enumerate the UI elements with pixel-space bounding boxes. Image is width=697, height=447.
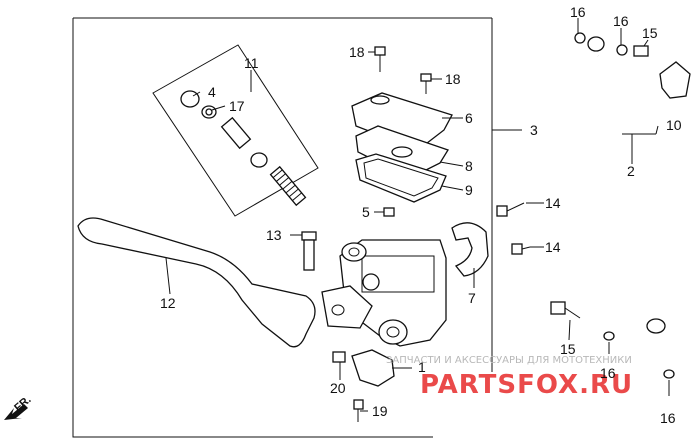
part-label-16a: 16 bbox=[570, 4, 586, 20]
brake-hose bbox=[587, 36, 691, 334]
banjo-bolts-and-washers bbox=[550, 32, 675, 379]
clamp-bolt-14 bbox=[496, 202, 531, 255]
screw-18 bbox=[374, 46, 432, 94]
part-label-9: 9 bbox=[465, 182, 473, 198]
part-label-2: 2 bbox=[627, 163, 635, 179]
part-label-16c: 16 bbox=[600, 365, 616, 381]
pivot-bolt bbox=[301, 231, 317, 271]
part-label-10: 10 bbox=[666, 117, 682, 133]
watermark-text: ЗАПЧАСТИ И АКСЕССУАРЫ ДЛЯ МОТОТЕХНИКИ bbox=[386, 355, 632, 366]
assembly-frame bbox=[72, 17, 493, 438]
brake-lever bbox=[77, 217, 316, 348]
part-label-16d: 16 bbox=[660, 410, 676, 426]
part-label-1: 1 bbox=[418, 359, 426, 375]
part-label-19: 19 bbox=[372, 403, 388, 419]
part-label-5: 5 bbox=[362, 204, 370, 220]
reservoir-cap bbox=[351, 92, 453, 203]
part-label-8: 8 bbox=[465, 158, 473, 174]
master-cylinder-body bbox=[321, 239, 447, 347]
small-part-5 bbox=[383, 207, 395, 217]
part-label-20: 20 bbox=[330, 380, 346, 396]
part-label-7: 7 bbox=[468, 290, 476, 306]
part-label-11: 11 bbox=[244, 55, 259, 71]
part-label-15b: 15 bbox=[560, 341, 576, 357]
part-labels: 4 11 17 18 18 6 3 8 9 5 14 14 13 7 12 1 … bbox=[160, 4, 682, 426]
part-label-12: 12 bbox=[160, 295, 176, 311]
part-label-16b: 16 bbox=[613, 13, 629, 29]
part-label-17: 17 bbox=[229, 98, 245, 114]
part-label-14b: 14 bbox=[545, 239, 561, 255]
part-label-4: 4 bbox=[208, 84, 216, 100]
part-label-18a: 18 bbox=[349, 44, 365, 60]
part-label-3: 3 bbox=[530, 122, 538, 138]
part-label-6: 6 bbox=[465, 110, 473, 126]
leader-lines bbox=[165, 18, 670, 412]
piston-kit-parts bbox=[180, 90, 307, 207]
part-label-15a: 15 bbox=[642, 25, 658, 41]
part-label-13: 13 bbox=[266, 227, 282, 243]
front-direction-arrow: FR. bbox=[4, 394, 34, 420]
watermark-logo: PARTSFOX.RU bbox=[420, 370, 633, 400]
piston-kit-frame bbox=[152, 44, 319, 217]
bracket-clamp bbox=[451, 222, 489, 277]
brake-switch bbox=[332, 349, 395, 422]
part-label-18b: 18 bbox=[445, 71, 461, 87]
part-label-14a: 14 bbox=[545, 195, 561, 211]
